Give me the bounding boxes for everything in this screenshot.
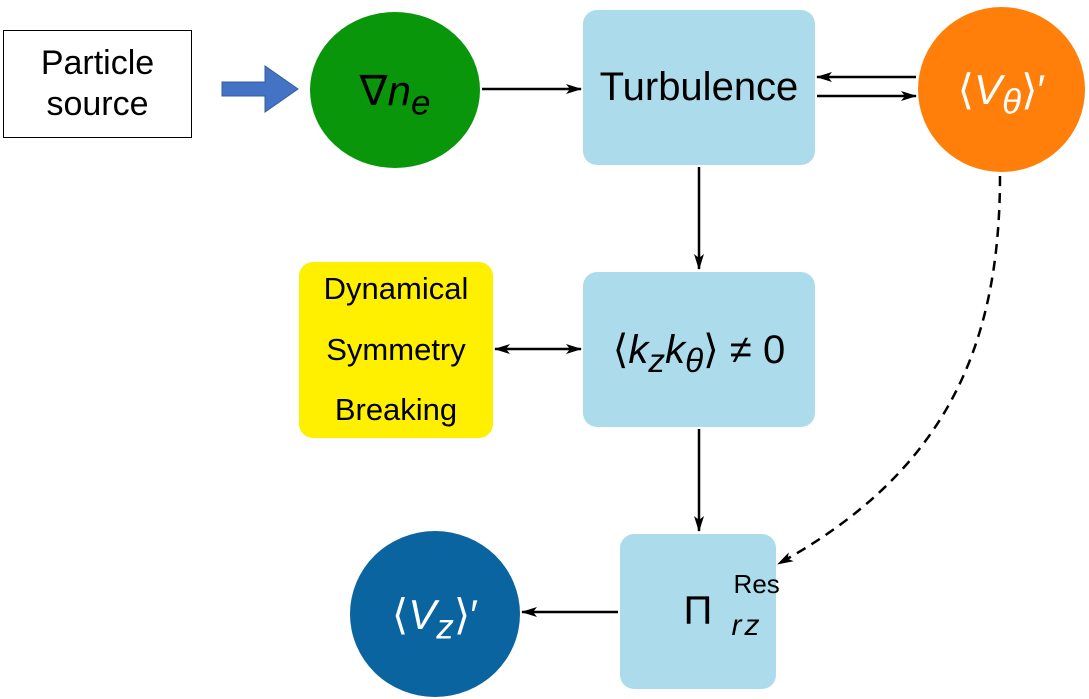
rotation-shear-label: ⟨Vθ⟩′ [957, 65, 1046, 119]
rotation-subscript: θ [1002, 82, 1022, 122]
residual-stress-box: Π Res rz [620, 534, 780, 689]
density-symbol: n [387, 66, 411, 114]
symmetry-line3: Breaking [334, 392, 458, 428]
density-gradient-label: ∇ne [359, 66, 431, 120]
kz-subscript: z [648, 342, 666, 380]
density-gradient-circle: ∇ne [310, 12, 480, 168]
residual-superscript: Res [733, 569, 780, 599]
source-block-arrow [221, 65, 299, 113]
dashed-arrow-rotation-to-stress [777, 175, 1002, 566]
turbulence-label: Turbulence [599, 65, 799, 109]
nabla-symbol: ∇ [359, 66, 388, 114]
correlation-open-bracket: ⟨ [612, 327, 629, 372]
rotation-close-bracket: ⟩′ [1021, 66, 1046, 113]
axial-subscript: z [436, 606, 454, 646]
ktheta-subscript: θ [685, 342, 704, 380]
rotation-open-bracket: ⟨ [957, 66, 975, 113]
turbulence-box: Turbulence [583, 10, 815, 165]
kz-symbol: k [628, 327, 649, 372]
axial-flow-shear-circle: ⟨Vz⟩′ [350, 531, 520, 697]
density-subscript: e [411, 82, 431, 122]
rotation-symbol: V [974, 66, 1003, 113]
axial-open-bracket: ⟨ [391, 590, 409, 638]
particle-source-box: Particle source [3, 30, 192, 138]
correlation-close-bracket: ⟩ [703, 327, 719, 372]
residual-stress-label: Π Res rz [683, 569, 780, 642]
rotation-shear-circle: ⟨Vθ⟩′ [918, 7, 1085, 172]
symmetry-line2: Symmetry [326, 331, 466, 367]
symmetry-breaking-box: Dynamical Symmetry Breaking [299, 262, 493, 438]
axial-flow-label: ⟨Vz⟩′ [391, 590, 479, 644]
symmetry-line1: Dynamical [323, 271, 469, 307]
axial-close-bracket: ⟩′ [453, 590, 479, 638]
wave-correlation-box: ⟨kzkθ⟩ ≠ 0 [583, 272, 815, 427]
particle-source-line2: source [46, 85, 149, 123]
ktheta-symbol: k [665, 327, 686, 372]
particle-source-line1: Particle [40, 43, 155, 82]
residual-subscript: rz [731, 609, 763, 642]
wave-correlation-label: ⟨kzkθ⟩ ≠ 0 [612, 327, 786, 378]
pi-symbol: Π [683, 589, 713, 633]
not-equal-zero: ≠ 0 [729, 327, 786, 372]
axial-symbol: V [408, 590, 437, 638]
